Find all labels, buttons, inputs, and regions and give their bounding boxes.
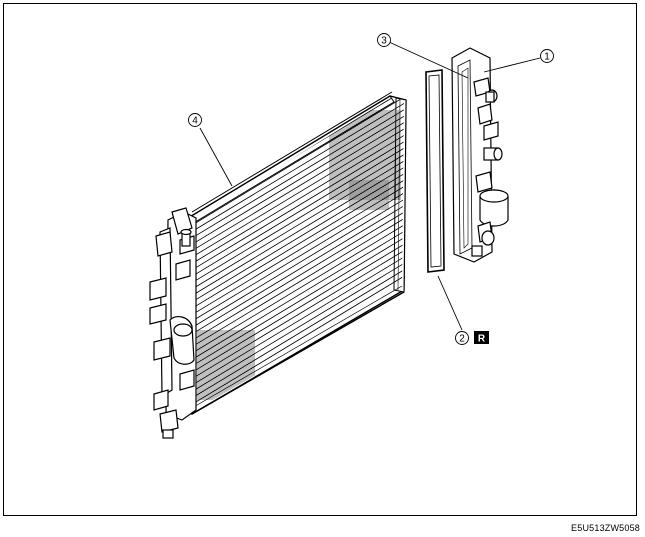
leader-line-4 bbox=[199, 127, 233, 187]
core-tube-line bbox=[190, 144, 404, 284]
replace-badge: R bbox=[474, 331, 489, 345]
core-tube-line bbox=[190, 272, 404, 412]
leader-line-2 bbox=[437, 275, 463, 331]
core-tube-line bbox=[190, 201, 404, 342]
callout-4-label: 4 bbox=[192, 116, 198, 127]
radiator-right-tank bbox=[451, 47, 509, 263]
figure-code: E5U513ZW5058 bbox=[571, 523, 640, 533]
leader-line-3 bbox=[388, 41, 469, 79]
radiator-left-tank bbox=[149, 207, 197, 439]
callout-2-label: 2 bbox=[459, 334, 465, 345]
core-tube-line bbox=[190, 182, 404, 323]
core-tube-line bbox=[190, 137, 404, 278]
core-tube-line bbox=[190, 221, 404, 361]
callout-3-label: 3 bbox=[381, 36, 387, 47]
core-tube-line bbox=[190, 253, 404, 393]
core-tube-line bbox=[190, 189, 404, 329]
core-tube-line bbox=[190, 233, 404, 374]
core-tube-line bbox=[190, 265, 404, 406]
core-tube-line bbox=[190, 125, 404, 265]
core-tube-line bbox=[190, 157, 404, 297]
radiator-gasket bbox=[425, 69, 445, 273]
core-tube-line bbox=[190, 214, 404, 355]
core-tube-line bbox=[190, 176, 404, 316]
core-tube-line bbox=[190, 240, 404, 380]
core-tube-line bbox=[190, 105, 404, 246]
core-tube-line bbox=[190, 150, 404, 291]
core-tube-line bbox=[190, 227, 404, 368]
core-tube-line bbox=[190, 131, 404, 272]
leader-lines bbox=[199, 41, 541, 331]
core-tube-line bbox=[190, 163, 404, 304]
core-tube-line bbox=[190, 208, 404, 348]
core-tube-line bbox=[190, 246, 404, 387]
core-tube-line bbox=[190, 169, 404, 310]
leader-line-1 bbox=[483, 57, 541, 73]
callout-1: 1 bbox=[540, 49, 554, 63]
core-tube-line bbox=[190, 195, 404, 336]
core-tube-line bbox=[190, 118, 404, 259]
diagram-frame bbox=[3, 3, 637, 516]
core-tube-line bbox=[190, 259, 404, 400]
core-tube-line bbox=[190, 112, 404, 252]
callout-4: 4 bbox=[188, 113, 202, 127]
core-tube-line bbox=[190, 99, 404, 240]
callout-2: 2 bbox=[455, 331, 469, 345]
callout-3: 3 bbox=[377, 33, 391, 47]
core-tube-line bbox=[190, 98, 404, 233]
replace-badge-label: R bbox=[478, 334, 486, 345]
radiator-core bbox=[175, 91, 407, 415]
callout-1-label: 1 bbox=[544, 52, 550, 63]
